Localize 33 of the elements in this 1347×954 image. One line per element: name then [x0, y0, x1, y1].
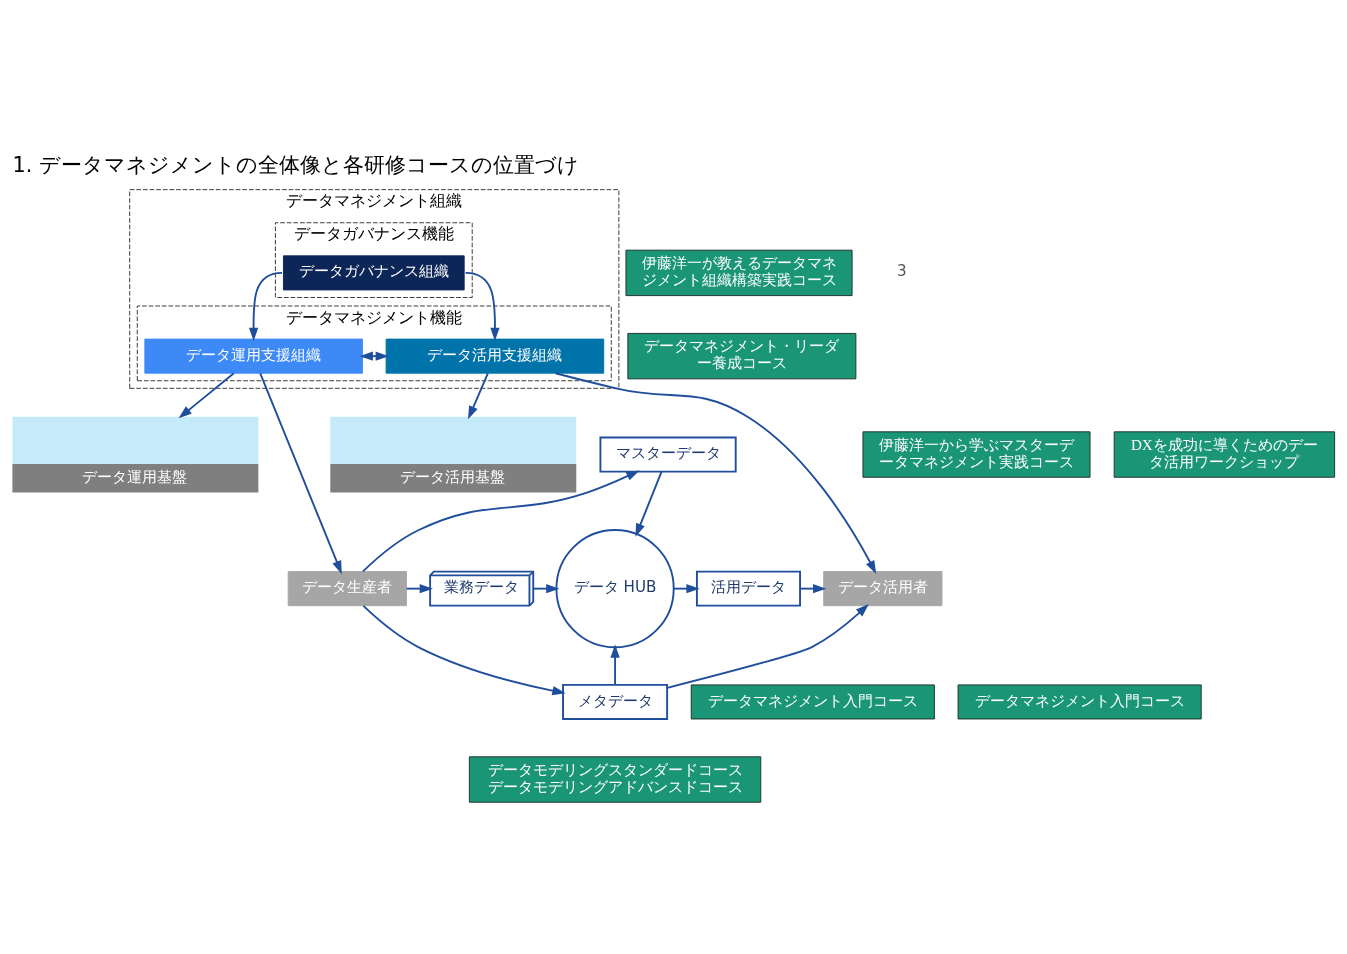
arrow [362, 470, 640, 573]
arrow [672, 584, 700, 594]
arrow [468, 372, 489, 420]
arrow [248, 271, 283, 342]
node-circle: データ HUB [555, 529, 675, 649]
node-box: データモデリングスタンダードコース データモデリングアドバンスドコース [468, 756, 762, 803]
label: 3 [896, 262, 907, 281]
node-box: データマネジメント・リーダー養成コース [627, 332, 857, 380]
arrow [554, 372, 877, 574]
node-box: メタデータ [562, 683, 669, 720]
arrow [635, 470, 663, 537]
arrow [464, 271, 500, 342]
node-box: DXを成功に導くためのデータ活用ワークショップ [1113, 431, 1336, 478]
node-box: 伊藤洋一が教えるデータマネジメント組織構築実践コース [625, 249, 853, 297]
node-box: 活用データ [695, 570, 801, 607]
arrow [666, 603, 869, 689]
diagram-title: 1. データマネジメントの全体像と各研修コースの位置づけ [12, 153, 579, 178]
arrow [362, 604, 566, 696]
node-box: データマネジメント入門コース [690, 684, 935, 720]
node-box: データ活用支援組織 [385, 338, 605, 374]
node-box: データマネジメント入門コース [957, 684, 1202, 720]
arrow [405, 584, 433, 594]
arrow [178, 372, 235, 419]
arrow [799, 584, 827, 594]
node-box: データガバナンス組織 [283, 255, 465, 291]
node-box: 伊藤洋一から学ぶマスターデータマネジメント実践コース [862, 431, 1091, 478]
arrow [259, 372, 342, 575]
node-box: データ生産者 [287, 571, 407, 607]
node-box: データ活用者 [823, 571, 943, 607]
node-box: データ運用支援組織 [144, 338, 363, 374]
node-box: マスターデータ [599, 436, 737, 473]
arrow [532, 584, 560, 594]
arrow [610, 644, 620, 686]
